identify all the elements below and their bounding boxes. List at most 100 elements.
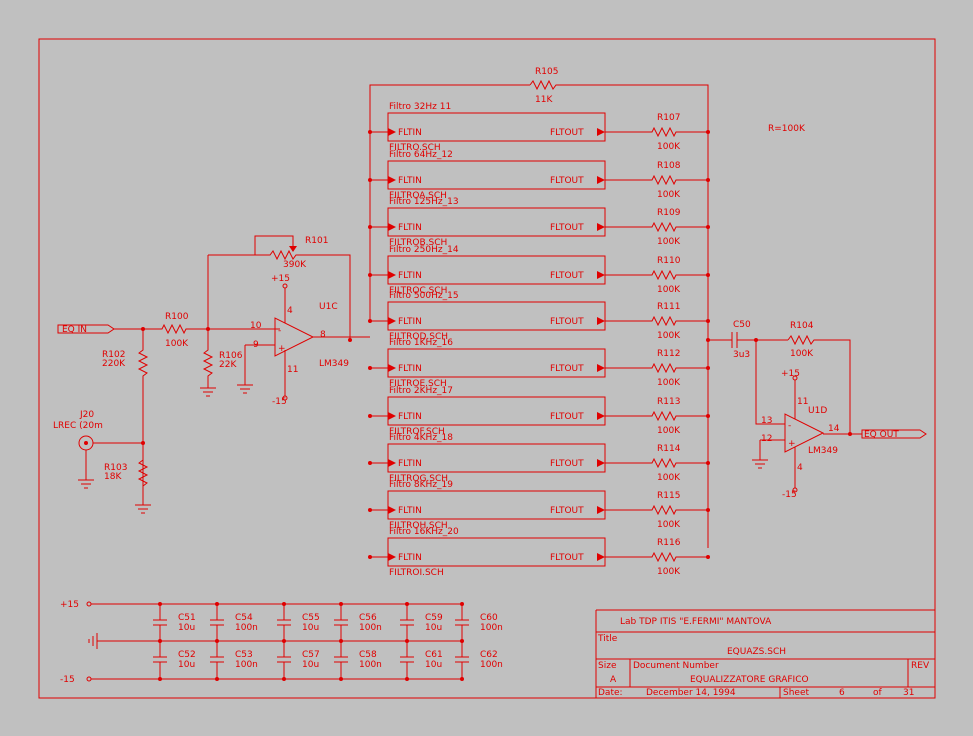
u1d-minus: - bbox=[788, 421, 791, 431]
filter-title: Filtro 250Hz_14 bbox=[389, 245, 459, 255]
filter-title: Filtro 4KHz_18 bbox=[389, 433, 453, 443]
fltout-pin-icon bbox=[597, 223, 605, 231]
eq-in-port bbox=[57, 324, 115, 334]
r102-value: 220K bbox=[102, 359, 126, 369]
fltout-label: FLTOUT bbox=[550, 506, 584, 516]
filter-box bbox=[387, 396, 606, 426]
filter-resistor-ref: R108 bbox=[657, 161, 681, 171]
filter-box bbox=[387, 207, 606, 237]
tb-sheet: 6 bbox=[839, 688, 845, 698]
tb-of: 31 bbox=[903, 688, 914, 698]
fltout-label: FLTOUT bbox=[550, 128, 584, 138]
fltout-pin-icon bbox=[597, 364, 605, 372]
ceramic-capacitor bbox=[455, 641, 469, 679]
ceramic-capacitor bbox=[455, 604, 469, 641]
cap-ref: C61 bbox=[425, 650, 443, 660]
fltin-pin-icon bbox=[388, 317, 396, 325]
filter-resistor-ref: R114 bbox=[657, 444, 681, 454]
r100-value: 100K bbox=[165, 339, 189, 349]
u1d-part: LM349 bbox=[808, 446, 838, 456]
electrolytic-capacitor bbox=[400, 604, 414, 641]
filter-resistor-value: 100K bbox=[657, 190, 681, 200]
fltin-pin-icon bbox=[388, 412, 396, 420]
cap-value: 100n bbox=[480, 623, 503, 633]
filter-sch: FILTROI.SCH bbox=[389, 568, 444, 578]
fltin-pin-icon bbox=[388, 223, 396, 231]
filter-resistor-ref: R111 bbox=[657, 302, 680, 312]
u1d-plus: + bbox=[788, 439, 796, 449]
u1c-pin9: 9 bbox=[253, 340, 259, 350]
u1c-pin10: 10 bbox=[250, 321, 262, 331]
cap-ref: C55 bbox=[302, 613, 320, 623]
ceramic-capacitor bbox=[210, 641, 224, 679]
fltin-pin-icon bbox=[388, 364, 396, 372]
cap-value: 10u bbox=[425, 660, 442, 670]
electrolytic-capacitor bbox=[153, 641, 167, 679]
cap-ref: C54 bbox=[235, 613, 253, 623]
cap-value: 100n bbox=[235, 660, 258, 670]
fltout-pin-icon bbox=[597, 412, 605, 420]
tb-docnum-label: Document Number bbox=[633, 661, 719, 671]
u1c-plus: + bbox=[278, 344, 286, 354]
u1d-pin14: 14 bbox=[828, 424, 840, 434]
ceramic-capacitor bbox=[334, 604, 348, 641]
fltin-label: FLTIN bbox=[398, 271, 422, 281]
cap-ref: C51 bbox=[178, 613, 196, 623]
filter-title: Filtro 32Hz 11 bbox=[389, 102, 451, 112]
cap-ref: C62 bbox=[480, 650, 498, 660]
tb-org: Lab TDP ITIS "E.FERMI" MANTOVA bbox=[620, 617, 772, 627]
fltin-label: FLTIN bbox=[398, 176, 422, 186]
filter-title: Filtro 125Hz_13 bbox=[389, 197, 459, 207]
filter-resistor-value: 100K bbox=[657, 473, 681, 483]
supply-neg-label: -15 bbox=[60, 675, 75, 685]
fltout-pin-icon bbox=[597, 271, 605, 279]
ceramic-capacitor bbox=[334, 641, 348, 679]
j20-value: LREC (20m bbox=[53, 421, 103, 431]
supply-pos-label: +15 bbox=[60, 600, 79, 610]
u1d-vpos: +15 bbox=[781, 369, 800, 379]
title-block: Lab TDP ITIS "E.FERMI" MANTOVA Title EQU… bbox=[595, 609, 935, 698]
electrolytic-capacitor bbox=[277, 641, 291, 679]
u1c-opamp bbox=[274, 317, 315, 357]
u1d-opamp bbox=[784, 413, 825, 453]
fltin-label: FLTIN bbox=[398, 128, 422, 138]
cap-value: 10u bbox=[178, 623, 195, 633]
filter-sch: FILTROE.SCH bbox=[389, 379, 447, 389]
u1c-pin4: 4 bbox=[287, 306, 293, 316]
filter-title: Filtro 16KHz_20 bbox=[389, 527, 459, 537]
u1c-minus: - bbox=[278, 326, 281, 336]
cap-value: 100n bbox=[480, 660, 503, 670]
filter-sch: FILTROD.SCH bbox=[389, 332, 448, 342]
filter-sch: FILTROB.SCH bbox=[389, 238, 447, 248]
fltin-label: FLTIN bbox=[398, 506, 422, 516]
fltout-label: FLTOUT bbox=[550, 412, 584, 422]
filter-resistor-value: 100K bbox=[657, 567, 681, 577]
filter-resistor-ref: R112 bbox=[657, 349, 680, 359]
fltin-label: FLTIN bbox=[398, 364, 422, 374]
fltout-label: FLTOUT bbox=[550, 176, 584, 186]
ceramic-capacitor bbox=[210, 604, 224, 641]
filter-title: Filtro 2KHz_17 bbox=[389, 386, 453, 396]
fltout-label: FLTOUT bbox=[550, 553, 584, 563]
r106-value: 22K bbox=[219, 360, 237, 370]
cap-ref: C59 bbox=[425, 613, 443, 623]
filter-resistor-value: 100K bbox=[657, 142, 681, 152]
fltin-label: FLTIN bbox=[398, 223, 422, 233]
r101-value: 390K bbox=[283, 260, 307, 270]
fltout-label: FLTOUT bbox=[550, 317, 584, 327]
fltout-pin-icon bbox=[597, 553, 605, 561]
r104-ref: R104 bbox=[790, 321, 814, 331]
filter-box bbox=[387, 490, 606, 520]
filter-box bbox=[387, 160, 606, 190]
filter-sch: FILTROA.SCH bbox=[389, 191, 447, 201]
filter-box bbox=[387, 301, 606, 331]
cap-ref: C58 bbox=[359, 650, 377, 660]
filter-title: Filtro 500Hz_15 bbox=[389, 291, 459, 301]
cap-value: 100n bbox=[359, 660, 382, 670]
tb-rev-label: REV bbox=[911, 661, 930, 671]
